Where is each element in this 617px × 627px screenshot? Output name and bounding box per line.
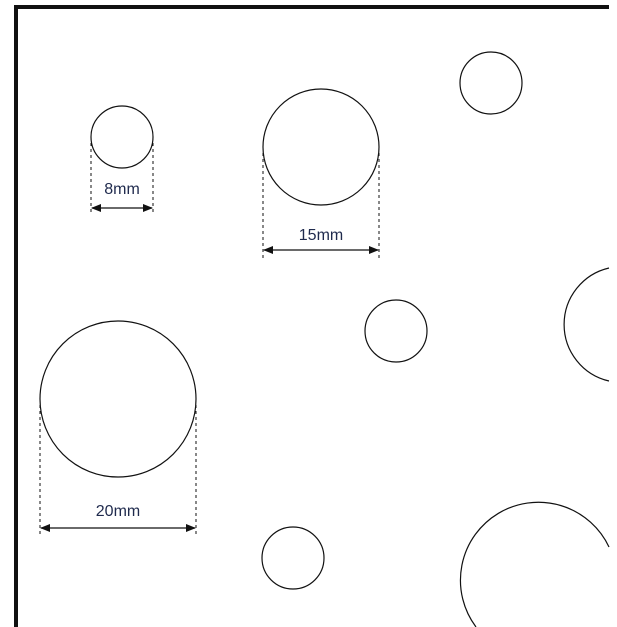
hole-8mm-group: 8mm bbox=[90, 105, 154, 215]
hole-8mm bbox=[90, 105, 154, 169]
hole-20mm-group: 20mm bbox=[39, 320, 197, 535]
dimension-label-20mm: 20mm bbox=[96, 503, 140, 520]
hole-small-top-right bbox=[459, 51, 523, 115]
hole-small-bottom bbox=[261, 526, 325, 590]
hole-15mm bbox=[262, 88, 380, 206]
hole-small-center bbox=[364, 299, 428, 363]
hole-15mm-group: 15mm bbox=[262, 88, 380, 258]
hole-partial-right bbox=[563, 267, 610, 382]
other-holes bbox=[261, 51, 610, 627]
dimension-label-8mm: 8mm bbox=[104, 181, 140, 198]
sheet-frame bbox=[14, 5, 609, 627]
hole-partial-bottom-right bbox=[459, 501, 610, 627]
dimension-label-15mm: 15mm bbox=[299, 227, 343, 244]
hole-20mm bbox=[39, 320, 197, 478]
